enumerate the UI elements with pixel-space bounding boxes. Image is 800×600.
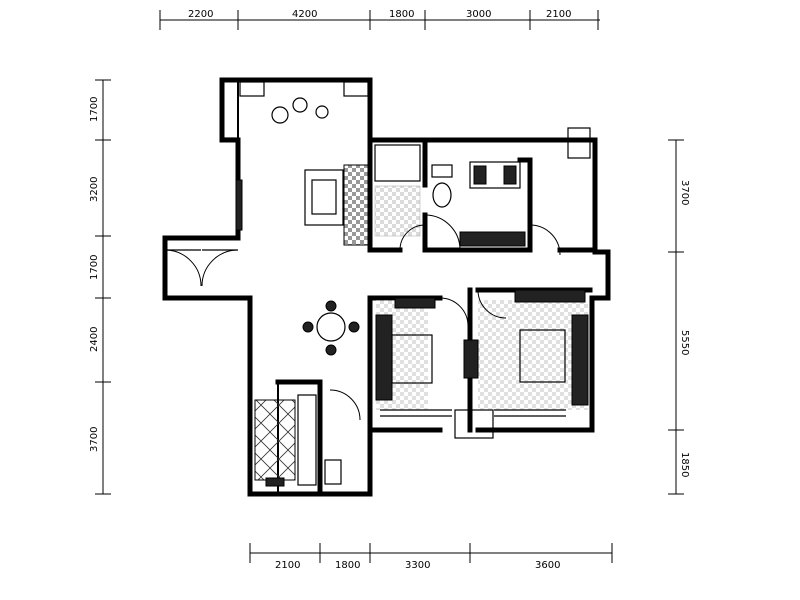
dining-table bbox=[302, 300, 360, 356]
top-dim-4: 3000 bbox=[466, 9, 491, 20]
top-dim-1: 2200 bbox=[188, 9, 213, 20]
bathroom-2 bbox=[424, 164, 461, 251]
top-dim-2: 4200 bbox=[292, 9, 317, 20]
left-dim-3: 1700 bbox=[89, 255, 100, 280]
bedroom-left bbox=[375, 297, 469, 410]
left-dimensions: 1700 3200 1700 2400 3700 bbox=[89, 79, 111, 495]
top-dim-3: 1800 bbox=[389, 9, 414, 20]
bathroom-1 bbox=[374, 144, 426, 251]
left-dim-5: 3700 bbox=[89, 427, 100, 452]
right-dim-3: 1850 bbox=[679, 452, 690, 477]
bottom-dim-3: 3300 bbox=[405, 560, 430, 571]
bedroom-top bbox=[459, 127, 591, 256]
kitchen bbox=[254, 389, 361, 487]
top-dim-5: 2100 bbox=[546, 9, 571, 20]
living-room bbox=[235, 164, 369, 246]
balcony bbox=[221, 79, 369, 139]
left-dim-1: 1700 bbox=[89, 97, 100, 122]
left-dim-4: 2400 bbox=[89, 327, 100, 352]
bottom-dim-4: 3600 bbox=[535, 560, 560, 571]
top-dimensions: 2200 4200 1800 3000 2100 bbox=[159, 9, 600, 30]
bottom-dimensions: 2100 1800 3300 3600 bbox=[249, 543, 613, 571]
entrance bbox=[164, 249, 239, 287]
right-dim-2: 5550 bbox=[679, 330, 690, 355]
bottom-dim-2: 1800 bbox=[335, 560, 360, 571]
right-dim-1: 3700 bbox=[679, 180, 690, 205]
bedroom-right bbox=[454, 289, 589, 439]
bottom-dim-1: 2100 bbox=[275, 560, 300, 571]
left-dim-2: 3200 bbox=[89, 177, 100, 202]
right-dimensions: 3700 5550 1850 bbox=[668, 139, 690, 495]
windows bbox=[380, 409, 566, 417]
exterior-walls bbox=[162, 77, 611, 497]
